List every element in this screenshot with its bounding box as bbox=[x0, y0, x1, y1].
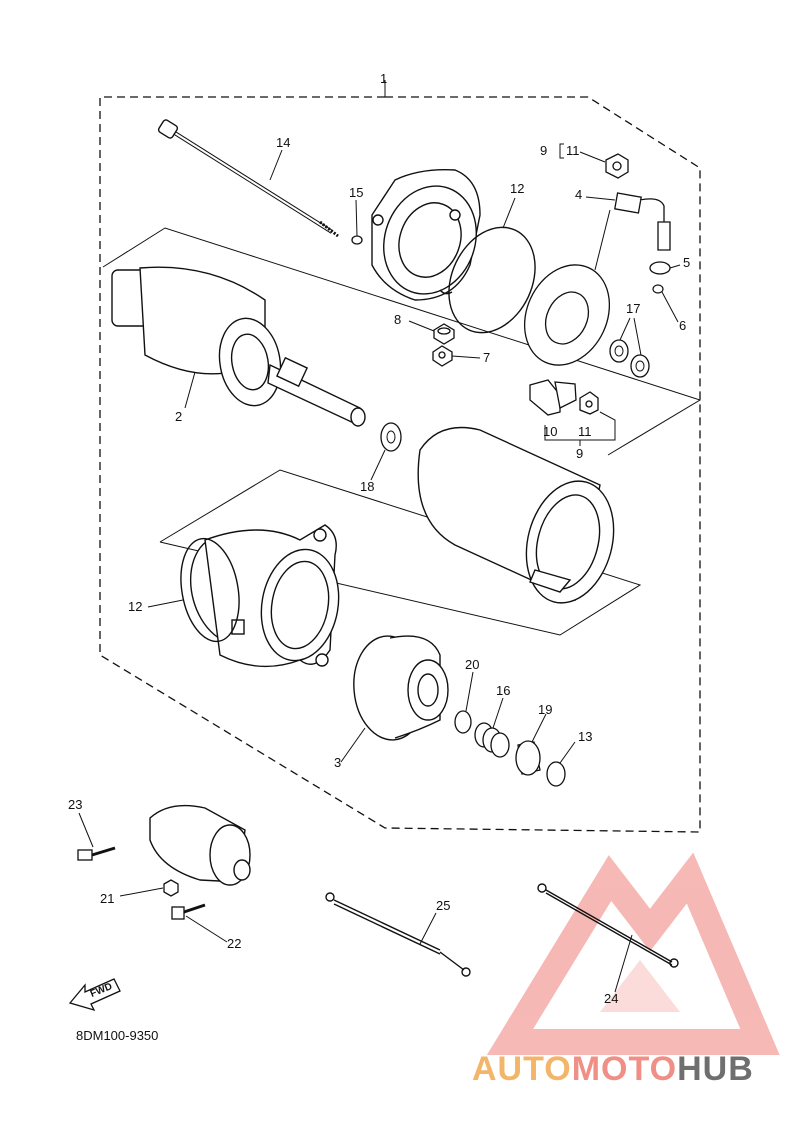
brush-plate bbox=[523, 264, 611, 366]
callout-25: 25 bbox=[436, 898, 451, 913]
yoke-housing bbox=[417, 426, 615, 604]
callout-12-top: 12 bbox=[510, 181, 525, 196]
callout-2: 2 bbox=[175, 409, 183, 424]
callout-18: 18 bbox=[360, 479, 375, 494]
callout-19: 19 bbox=[538, 702, 553, 717]
callout-5: 5 bbox=[683, 255, 691, 270]
bolt-22 bbox=[171, 903, 206, 920]
callout-9-bottom: 9 bbox=[576, 446, 584, 461]
callout-17: 17 bbox=[626, 301, 641, 316]
washer-17b bbox=[630, 354, 650, 378]
washer-18 bbox=[380, 422, 402, 452]
callout-7: 7 bbox=[483, 350, 491, 365]
circlip-13 bbox=[546, 761, 566, 787]
rear-cover bbox=[371, 169, 481, 301]
collar-19 bbox=[515, 740, 541, 776]
brush-holder bbox=[529, 379, 599, 416]
terminal-bolt bbox=[614, 192, 671, 251]
o-ring-12-top bbox=[448, 226, 536, 334]
brand-part-auto: AUTO bbox=[472, 1050, 572, 1088]
nut-11-top bbox=[605, 153, 629, 179]
callout-10: 10 bbox=[543, 424, 558, 439]
through-bolt bbox=[157, 119, 339, 238]
brand-watermark: AUTOMOTOHUB bbox=[472, 1050, 754, 1089]
upper-plane bbox=[102, 227, 702, 456]
callout-23: 23 bbox=[68, 797, 83, 812]
o-ring-12-lower bbox=[180, 537, 240, 643]
callout-24: 24 bbox=[604, 991, 619, 1006]
callout-3: 3 bbox=[334, 755, 342, 770]
spring-16 bbox=[474, 722, 510, 758]
callout-13: 13 bbox=[578, 729, 593, 744]
cable-25 bbox=[325, 892, 471, 977]
washer-5 bbox=[649, 261, 671, 275]
washer-17a-hole bbox=[614, 345, 624, 357]
callout-15: 15 bbox=[349, 185, 364, 200]
armature bbox=[111, 266, 366, 427]
cable-24 bbox=[537, 883, 679, 968]
callout-21: 21 bbox=[100, 891, 115, 906]
nut-21 bbox=[163, 879, 179, 897]
washer-18-hole bbox=[386, 430, 396, 444]
callout-9-top: 9 bbox=[540, 143, 548, 158]
o-ring-15 bbox=[351, 235, 363, 245]
brand-part-moto: MOTO bbox=[571, 1050, 678, 1088]
leader-lines bbox=[78, 143, 681, 993]
callout-4: 4 bbox=[575, 187, 583, 202]
starter-clutch bbox=[353, 635, 449, 741]
callout-14: 14 bbox=[276, 135, 291, 150]
nut-8 bbox=[433, 323, 455, 345]
callout-11-bottom: 11 bbox=[578, 424, 592, 439]
callout-22: 22 bbox=[227, 936, 242, 951]
clip-20 bbox=[454, 710, 472, 734]
washer-17a bbox=[609, 339, 629, 363]
callout-16: 16 bbox=[496, 683, 511, 698]
assembly-outline bbox=[99, 96, 701, 833]
callout-11-top: 11 bbox=[566, 143, 580, 158]
front-cover bbox=[189, 524, 340, 668]
fwd-arrow bbox=[68, 978, 121, 1012]
callout-12-lower: 12 bbox=[128, 599, 143, 614]
o-ring-6 bbox=[652, 284, 664, 294]
callout-20: 20 bbox=[465, 657, 480, 672]
lower-plane bbox=[159, 469, 642, 636]
bolt-23 bbox=[77, 846, 116, 861]
watermark-logo bbox=[486, 852, 780, 1055]
callout-8: 8 bbox=[394, 312, 402, 327]
diagram-code: 8DM100-9350 bbox=[76, 1028, 159, 1043]
washer-17b-hole bbox=[635, 360, 645, 372]
starter-motor-assembled bbox=[149, 804, 251, 886]
brand-part-hub: HUB bbox=[677, 1050, 754, 1088]
callout-6: 6 bbox=[679, 318, 687, 333]
nut-7 bbox=[432, 345, 453, 367]
callout-1: 1 bbox=[380, 71, 388, 86]
